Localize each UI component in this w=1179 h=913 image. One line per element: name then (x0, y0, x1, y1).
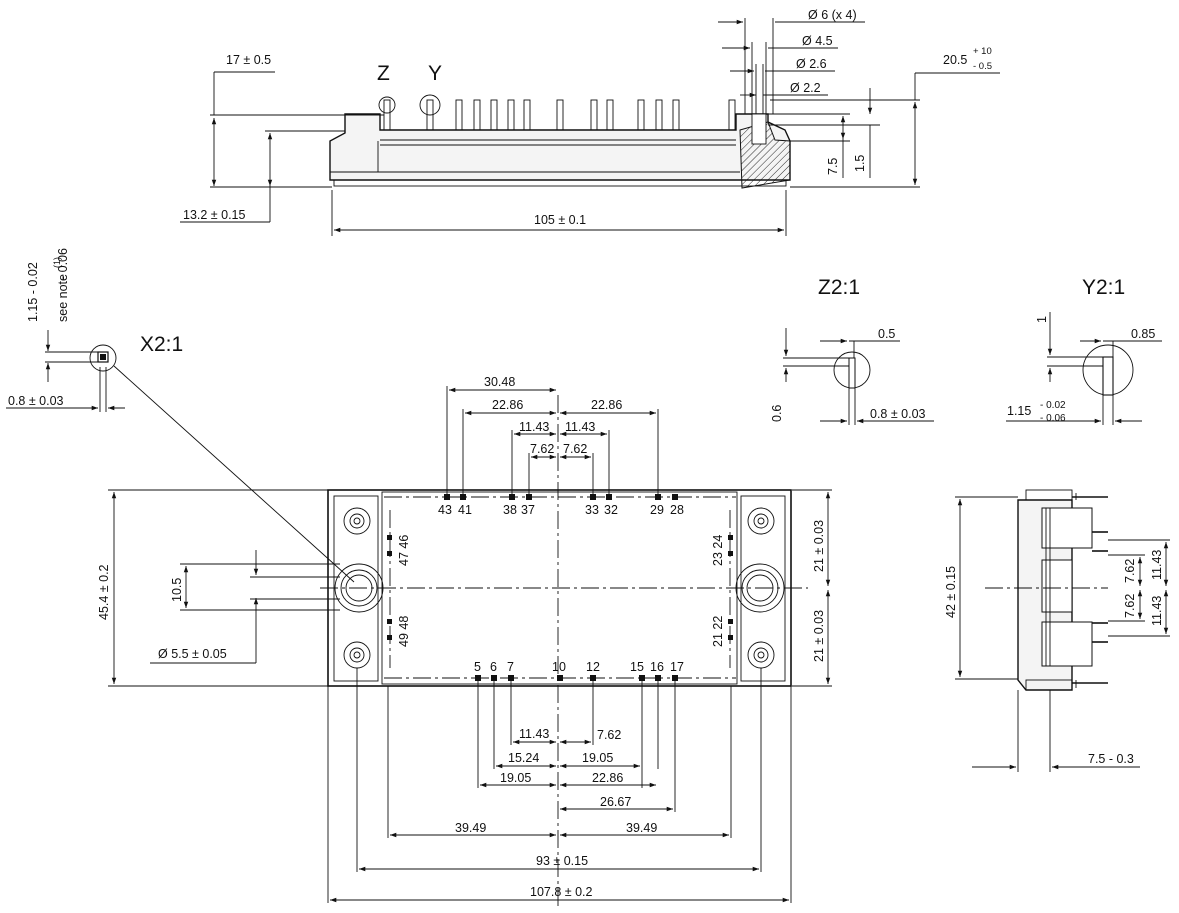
top-pin-markers (444, 494, 678, 500)
dim-7-62-right: 7.62 (563, 442, 587, 456)
side-dim-lower-pitch-small: 7.62 (1123, 594, 1137, 618)
dim-b-15-24: 15.24 (508, 751, 539, 765)
dim-hole-depth: 7.5 (826, 158, 840, 175)
front-view: 43 41 38 37 33 32 29 28 47 46 49 48 23 2… (97, 375, 832, 910)
dim-half-down: 21 ± 0.03 (812, 610, 826, 662)
detail-x-pin-width-tol: - 0.06 (56, 248, 70, 280)
dim-7-62-left: 7.62 (530, 442, 554, 456)
dim-b-19-05-right: 19.05 (582, 751, 613, 765)
z-marker: Z (377, 62, 390, 85)
detail-x: X2:1 0.8 ± 0.03 1.15 - 0.02 - 0.06 see n… (6, 248, 355, 583)
dim-b-39-49-right: 39.49 (626, 821, 657, 835)
dim-total-length: 107.8 ± 0.2 (530, 885, 593, 899)
detail-z-tip-offset: 0.5 (878, 327, 895, 341)
side-dim-height: 42 ± 0.15 (944, 566, 958, 618)
top-pin-label: 29 (650, 503, 664, 517)
top-view: Z Y 17 ± 0.5 13.2 ± 0.15 105 ± 0.1 Ø 6 (… (180, 8, 1000, 236)
dim-b-26-67: 26.67 (600, 795, 631, 809)
detail-y: Y2:1 0.85 1 1.15 - 0.02 - 0.06 (1006, 276, 1162, 425)
dim-30-48: 30.48 (484, 375, 515, 389)
dim-half-up: 21 ± 0.03 (812, 520, 826, 572)
dim-total-height: 20.5 (943, 53, 967, 67)
top-pin-label: 33 (585, 503, 599, 517)
dim-hole-d26: Ø 2.6 (796, 57, 827, 71)
detail-y-pin-width: 1.15 (1007, 404, 1031, 418)
side-view: 42 ± 0.15 11.43 7.62 7.62 11.43 7.5 - 0.… (944, 489, 1170, 772)
top-pin-label: 32 (604, 503, 618, 517)
bottom-pin-label: 16 (650, 660, 664, 674)
dim-total-height-tol-up: + 10 (973, 46, 992, 57)
side-dim-thickness: 7.5 - 0.3 (1088, 752, 1134, 766)
detail-z-tip-length: 0.6 (770, 405, 784, 422)
y-detail-circle (419, 94, 441, 116)
detail-y-tip-length: 1 (1035, 316, 1049, 323)
dim-b-11-43: 11.43 (519, 727, 549, 741)
side-dim-upper-pitch-small: 7.62 (1123, 559, 1137, 583)
left-pins-upper: 47 46 (397, 535, 411, 566)
dim-22-86-left: 22.86 (492, 398, 523, 412)
top-pin-label: 28 (670, 503, 684, 517)
detail-x-pin-width: 1.15 - 0.02 (26, 262, 40, 322)
dim-height: 45.4 ± 0.2 (97, 564, 111, 620)
dim-11-43-left: 11.43 (519, 420, 549, 434)
detail-x-circle (89, 344, 117, 372)
module-body-profile (329, 113, 791, 181)
y-marker: Y (428, 62, 442, 85)
bottom-pin-label: 15 (630, 660, 644, 674)
detail-y-pin-width-tol-down: - 0.06 (1040, 413, 1066, 424)
dim-hole-d6: Ø 6 (x 4) (808, 8, 857, 22)
dim-hole-d45: Ø 4.5 (802, 34, 833, 48)
detail-x-title: X2:1 (140, 333, 183, 356)
detail-y-pin-width-tol-up: - 0.02 (1040, 400, 1066, 411)
detail-x-pin-thickness: 0.8 ± 0.03 (8, 394, 64, 408)
dim-pitch: 10.5 (170, 578, 184, 602)
dim-hole-dia: Ø 5.5 ± 0.05 (158, 647, 227, 661)
bottom-pin-label: 17 (670, 660, 684, 674)
side-pins (1072, 493, 1108, 688)
bottom-pin-label: 7 (507, 660, 514, 674)
dim-11-43-right: 11.43 (565, 420, 595, 434)
dim-total-height-tol-down: - 0.5 (973, 61, 992, 72)
side-dim-lower-pitch: 11.43 (1150, 596, 1164, 626)
left-pins-lower: 49 48 (397, 616, 411, 647)
bottom-pin-markers (475, 675, 678, 681)
dim-b-19-05-left: 19.05 (500, 771, 531, 785)
detail-y-tip-offset: 0.85 (1131, 327, 1155, 341)
top-pin-label: 43 (438, 503, 452, 517)
top-pin-label: 41 (458, 503, 472, 517)
top-pin-label: 38 (503, 503, 517, 517)
bottom-pin-label: 6 (490, 660, 497, 674)
dim-hole-d22: Ø 2.2 (790, 81, 821, 95)
dim-hole-pitch: 93 ± 0.15 (536, 854, 588, 868)
side-dim-upper-pitch: 11.43 (1150, 550, 1164, 580)
right-pins-lower: 21 22 (711, 616, 725, 647)
right-pins-upper: 23 24 (711, 535, 725, 566)
detail-x-see-note: see note (56, 274, 70, 322)
dim-step: 1.5 (853, 155, 867, 172)
bottom-pin-label: 12 (586, 660, 600, 674)
dim-length: 105 ± 0.1 (534, 213, 586, 227)
dim-b-7-62: 7.62 (597, 728, 621, 742)
bottom-pin-label: 10 (552, 660, 566, 674)
dim-22-86-right: 22.86 (591, 398, 622, 412)
detail-y-title: Y2:1 (1082, 276, 1125, 299)
top-pin-label: 37 (521, 503, 535, 517)
dim-base-height: 13.2 ± 0.15 (183, 208, 246, 222)
bottom-pin-label: 5 (474, 660, 481, 674)
top-pins (383, 99, 736, 131)
dim-pin-height: 17 ± 0.5 (226, 53, 271, 67)
detail-z-title: Z2:1 (818, 276, 860, 299)
detail-x-note-ref: (1) (52, 257, 62, 268)
dim-b-22-86: 22.86 (592, 771, 623, 785)
detail-z: Z2:1 0.5 0.6 0.8 ± 0.03 (770, 276, 934, 425)
dim-b-39-49-left: 39.49 (455, 821, 486, 835)
detail-z-pin-width: 0.8 ± 0.03 (870, 407, 926, 421)
z-detail-circle (378, 96, 396, 114)
